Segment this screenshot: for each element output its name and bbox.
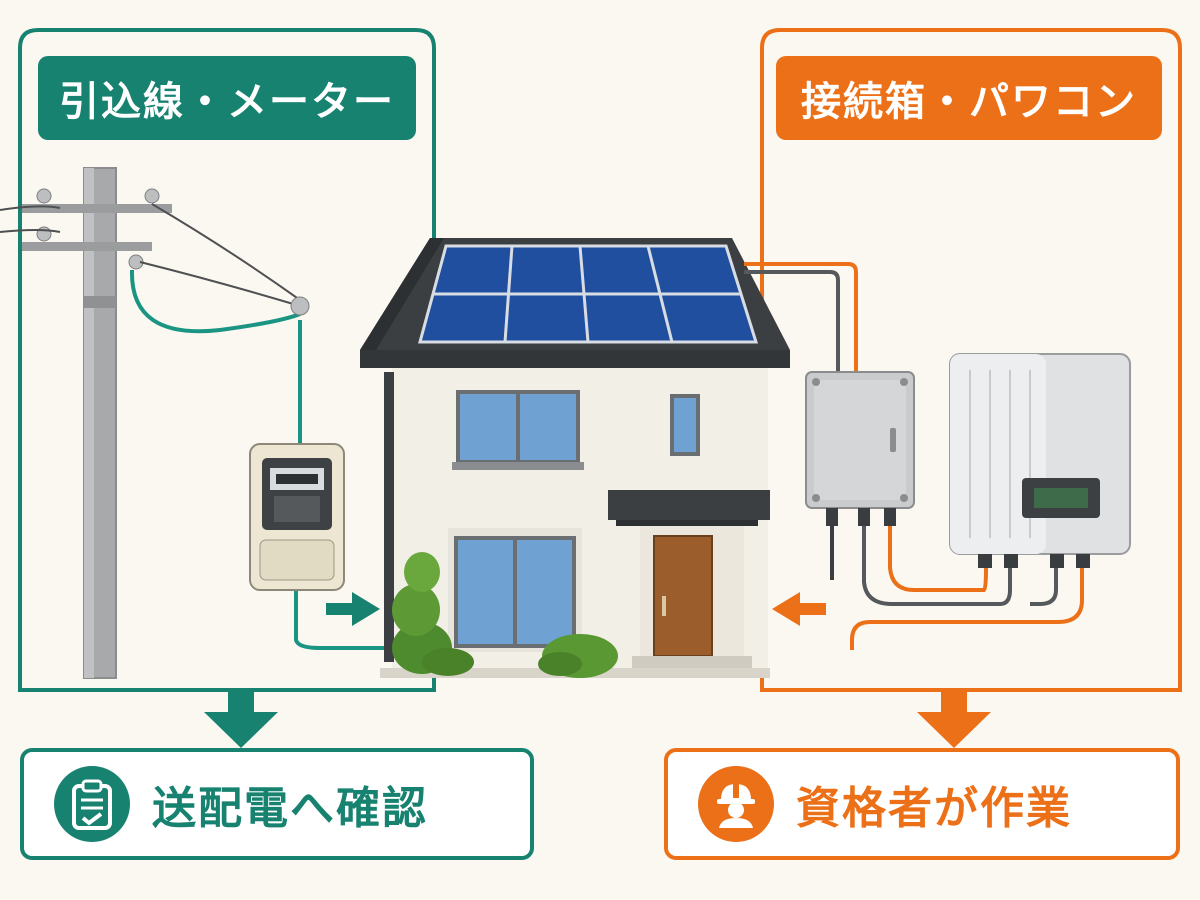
utility-pole <box>22 167 172 679</box>
dc-cables <box>830 526 1084 650</box>
junction-box <box>805 371 915 526</box>
right-panel-frame <box>760 28 1182 692</box>
right-down-arrow <box>917 692 991 748</box>
roof-cables <box>744 262 858 372</box>
right-panel-title: 接続箱・パワコン <box>776 56 1162 140</box>
electric-meter <box>249 443 345 591</box>
clipboard-check-icon <box>54 766 130 842</box>
left-inflow-arrow <box>326 592 380 626</box>
service-drop-cable <box>129 269 390 650</box>
power-conditioner <box>949 353 1131 568</box>
overhead-wires <box>0 203 301 307</box>
solar-panel <box>418 244 759 344</box>
right-inflow-arrow <box>772 592 826 626</box>
shrubs <box>392 552 618 678</box>
worker-helmet-icon <box>698 766 774 842</box>
left-panel-frame <box>18 28 436 692</box>
left-result-text: 送配電へ確認 <box>152 783 428 834</box>
left-panel-title: 引込線・メーター <box>38 56 416 140</box>
left-result-box: 送配電へ確認 <box>20 748 534 860</box>
right-result-box: 資格者が作業 <box>664 748 1180 860</box>
house <box>360 238 790 678</box>
left-down-arrow <box>204 692 278 748</box>
right-result-text: 資格者が作業 <box>796 783 1072 834</box>
drop-insulator <box>290 296 310 316</box>
